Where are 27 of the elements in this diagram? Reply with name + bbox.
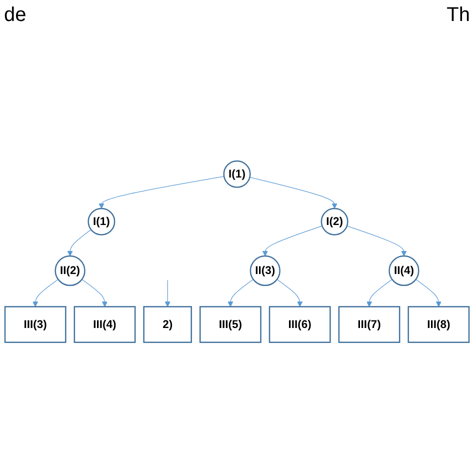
node-circle: II(2) [54, 256, 86, 286]
arrow [262, 226, 322, 257]
arrow [276, 279, 303, 308]
node-box: III(7) [338, 306, 400, 344]
node-circle: II(3) [250, 256, 280, 286]
node-box: III(4) [74, 306, 136, 344]
node-circle: I(1) [88, 208, 116, 236]
arrow [67, 230, 92, 257]
node-box: III(3) [4, 306, 66, 344]
arrow [32, 279, 58, 308]
arrow [228, 279, 254, 308]
arrow [249, 177, 338, 210]
node-box: 2) [143, 306, 192, 344]
arrow [98, 176, 224, 210]
arrow [366, 279, 392, 308]
partial-text: Th [446, 4, 470, 27]
node-circle: II(4) [388, 256, 420, 286]
node-circle: I(2) [320, 208, 348, 236]
node-box: III(5) [199, 306, 262, 344]
arrow [164, 280, 170, 308]
arrow [82, 279, 108, 308]
partial-text: de [4, 4, 26, 27]
arrow [416, 279, 442, 308]
node-box: III(6) [268, 306, 331, 344]
node-circle: I(1) [223, 160, 251, 188]
node-box: III(8) [408, 306, 470, 344]
arrow [346, 226, 407, 257]
